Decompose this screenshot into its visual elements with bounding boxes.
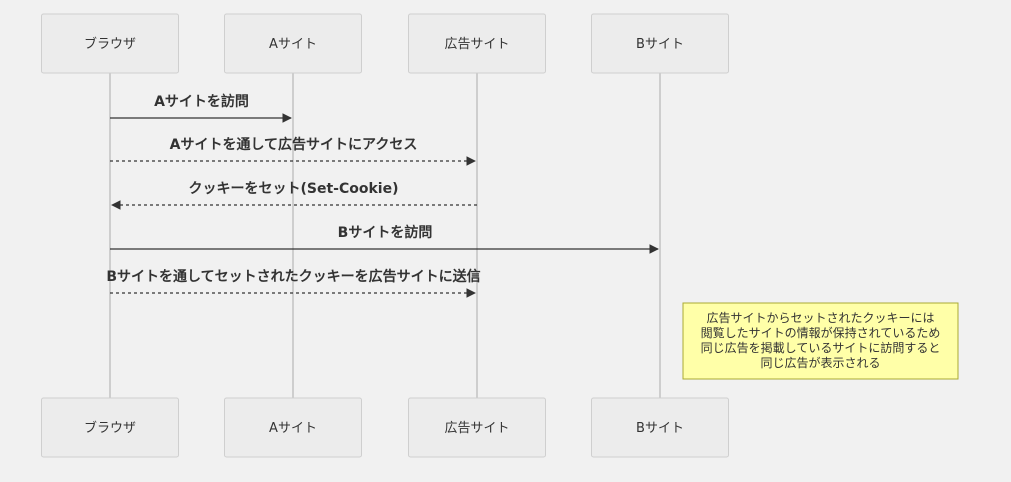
actor-label: Bサイト [636,37,684,52]
note-line: 同じ広告が表示される [760,355,880,370]
actor-ad-bottom: 広告サイト [408,397,546,458]
actor-browser-top: ブラウザ [41,13,179,74]
message-5: Bサイトを通してセットされたクッキーを広告サイトに送信 [106,268,481,298]
note-line: 閲覧したサイトの情報が保持されているため [701,325,941,340]
message-label: Aサイトを通して広告サイトにアクセス [170,136,418,153]
message-1: Aサイトを訪問 [110,93,292,123]
actor-ad-top: 広告サイト [408,13,546,74]
actor-box [591,397,729,458]
note-line: 広告サイトからセットされたクッキーには [706,311,934,325]
actor-box [408,397,546,458]
actor-siteA-bottom: Aサイト [224,397,362,458]
actor-label: Aサイト [269,421,317,436]
message-4: Bサイトを訪問 [110,224,659,254]
actor-label: 広告サイト [444,37,509,52]
message-2: Aサイトを通して広告サイトにアクセス [110,136,476,166]
note-box [682,302,959,380]
actor-siteB-bottom: Bサイト [591,397,729,458]
actor-siteA-top: Aサイト [224,13,362,74]
note: 広告サイトからセットされたクッキーには閲覧したサイトの情報が保持されているため同… [682,302,959,380]
actor-box [224,13,362,74]
actor-box [41,13,179,74]
actor-siteB-top: Bサイト [591,13,729,74]
actor-label: Bサイト [636,421,684,436]
message-label: クッキーをセット(Set-Cookie) [189,181,399,197]
actor-box [41,397,179,458]
actor-box [591,13,729,74]
message-3: クッキーをセット(Set-Cookie) [111,181,477,210]
actor-box [224,397,362,458]
message-label: Bサイトを訪問 [338,224,433,241]
actor-browser-bottom: ブラウザ [41,397,179,458]
actor-label: ブラウザ [84,36,136,52]
message-label: Aサイトを訪問 [154,93,249,110]
note-line: 同じ広告を掲載しているサイトに訪問すると [701,340,941,355]
actor-box [408,13,546,74]
message-label: Bサイトを通してセットされたクッキーを広告サイトに送信 [106,268,480,285]
actor-label: 広告サイト [444,421,509,436]
actor-label: ブラウザ [84,420,136,436]
actor-label: Aサイト [269,37,317,52]
